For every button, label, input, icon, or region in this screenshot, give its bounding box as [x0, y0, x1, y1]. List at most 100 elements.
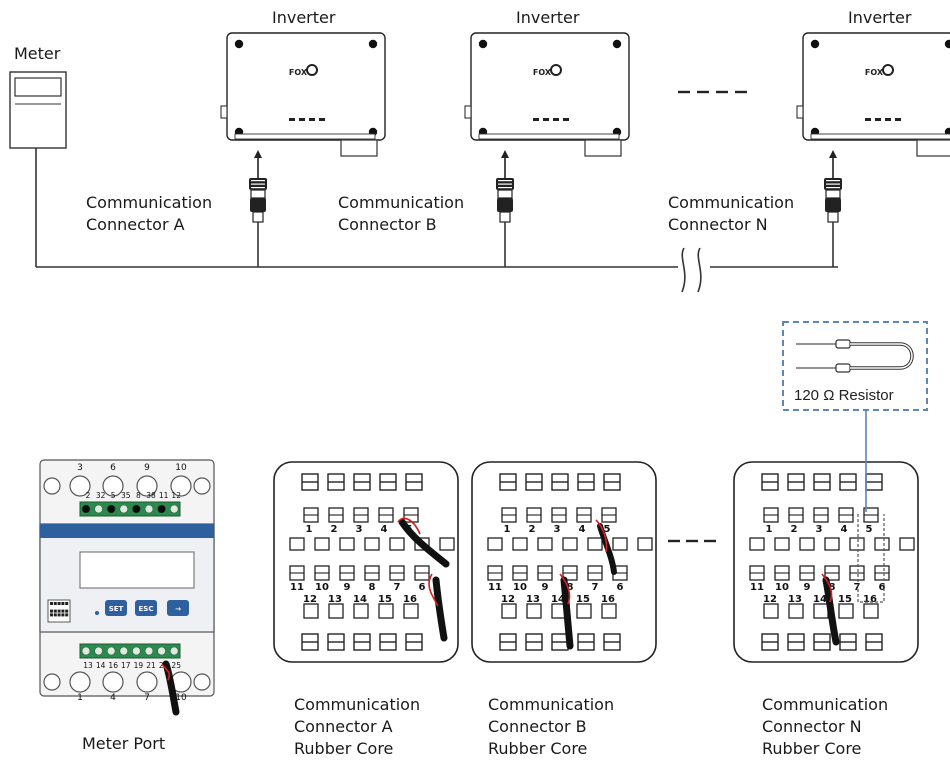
connector-arrow-head — [829, 150, 837, 158]
rubber-core-pin-number: 14 — [813, 594, 827, 605]
connector-n-label: Communication Connector N — [668, 192, 794, 236]
connector-tail — [499, 211, 511, 223]
rubber-core-slot — [289, 537, 305, 551]
meter-port-red-wire — [161, 663, 171, 681]
connector-b-line2: Connector B — [338, 215, 437, 234]
meter-port-qr-cell — [53, 602, 57, 605]
meter-port-bottom-number: 10 — [175, 693, 187, 703]
rubber-core-n-line1: Communication — [762, 695, 889, 714]
meter-port-bottom-number: 1 — [77, 693, 83, 703]
rubber-core-pin-number: 3 — [554, 524, 561, 535]
rubber-core-a-line3: Rubber Core — [294, 739, 394, 758]
meter-port-qr-cell — [57, 609, 61, 613]
rubber-core-outline — [273, 461, 459, 663]
meter-port-terminal-top-number: 2 — [86, 491, 91, 500]
inverter-port-dot — [533, 118, 539, 121]
rubber-core-pin-number: 11 — [750, 582, 764, 593]
meter-port-bottom-screw — [136, 671, 158, 693]
inverter-side-port — [340, 139, 378, 157]
connector-nut — [497, 198, 513, 212]
rubber-core-slot — [874, 537, 890, 551]
rubber-core-slot — [439, 537, 455, 551]
rubber-core-pin-number: 12 — [303, 594, 317, 605]
rubber-core-pin-number: 4 — [841, 524, 848, 535]
connector-grip — [498, 180, 512, 182]
connector-a-label: Communication Connector A — [86, 192, 212, 236]
rubber-core-b-line2: Connector B — [488, 717, 587, 736]
rubber-core-pin-number: 2 — [529, 524, 536, 535]
rubber-core-cable — [560, 576, 574, 650]
meter-port-terminal-bottom-number: 25 — [171, 661, 181, 670]
meter-port-terminal-bottom-number: 16 — [108, 661, 118, 670]
rubber-core-red-wire — [559, 573, 571, 605]
meter-port-qr-cell — [61, 613, 65, 617]
rubber-core-slot — [612, 537, 628, 551]
rubber-core-slot — [364, 537, 380, 551]
inverter-label-3: Inverter — [848, 8, 912, 27]
meter-port-side-screw — [193, 477, 211, 495]
meter-port-bottom-screw — [102, 671, 124, 693]
connector-ring — [497, 189, 513, 199]
rubber-core-a-line1: Communication — [294, 695, 421, 714]
meter-port-terminal-bottom-number: 21 — [146, 661, 156, 670]
connector-grip — [826, 183, 840, 185]
meter-port-terminal-top-number: 5 — [111, 491, 116, 500]
rubber-core-outline — [733, 461, 919, 663]
connector-grip — [251, 187, 265, 189]
meter-port-top-screw — [136, 475, 158, 497]
inverter-2: FOX — [464, 32, 630, 157]
rubber-core-pin-number: 14 — [353, 594, 367, 605]
resistor-inset — [782, 321, 928, 411]
rubber-core-pin-number: 4 — [381, 524, 388, 535]
rubber-core-pin-number: 1 — [766, 524, 773, 535]
resistor-body-highlight — [850, 343, 913, 369]
inverter-3: FOX — [796, 32, 950, 157]
inverter-bottom-rail — [478, 133, 620, 140]
rubber-core-pin-number: 16 — [601, 594, 615, 605]
inverter-bottom-rail — [810, 133, 950, 140]
meter-port-qr-cell — [61, 602, 65, 605]
meter-port-terminal-screw — [157, 646, 166, 656]
rubber-core-cable — [822, 576, 840, 646]
rubber-core-pin-number: 14 — [551, 594, 565, 605]
connector-a-line1: Communication — [86, 193, 213, 212]
rubber-core-pin — [788, 603, 804, 619]
meter-port-qr-cell — [50, 613, 53, 617]
inverter-body — [470, 32, 630, 141]
rubber-core-pin — [763, 603, 779, 619]
rubber-core-outline — [471, 461, 657, 663]
bus-break-mark-1 — [681, 247, 686, 293]
comm-connector-a — [249, 150, 267, 267]
inverter-side-port — [584, 139, 622, 157]
inverter-mount — [796, 105, 804, 119]
meter-port-terminal-screw — [119, 504, 129, 514]
rubber-core-pin-number: 5 — [866, 524, 873, 535]
meter-port-terminal-screw — [81, 646, 91, 656]
rubber-core-a-label: Communication Connector A Rubber Core — [294, 694, 420, 760]
meter-port-label: Meter Port — [82, 734, 166, 753]
rubber-core-pin-number: 11 — [290, 582, 304, 593]
rubber-core-slot — [824, 537, 840, 551]
meter-port-terminal-top-number: 11 — [159, 491, 169, 500]
meter-port-qr-cell — [50, 602, 53, 605]
rubber-core-pin-number: 13 — [526, 594, 540, 605]
rubber-core-slot — [537, 537, 553, 551]
meter-port-qr-cell — [57, 602, 61, 605]
rubber-core-b-line1: Communication — [488, 695, 615, 714]
rubber-core-b-label: Communication Connector B Rubber Core — [488, 694, 614, 760]
inverter-port-dot — [543, 118, 549, 121]
rubber-core-red-wire — [397, 517, 421, 535]
meter-port-terminal-screw — [106, 504, 116, 514]
inverter-body — [802, 32, 950, 141]
inverter-mount — [220, 105, 228, 119]
logo-text: FOX — [289, 68, 308, 77]
inverter-logo: FOX — [865, 64, 894, 77]
rubber-core-pin-number: 10 — [513, 582, 527, 593]
logo-text: FOX — [865, 68, 884, 77]
logo-mark — [306, 64, 318, 76]
rubber-core-pin — [501, 603, 517, 619]
rubber-core-pin-number: 5 — [604, 524, 611, 535]
meter-port-terminal-screw — [81, 504, 91, 514]
